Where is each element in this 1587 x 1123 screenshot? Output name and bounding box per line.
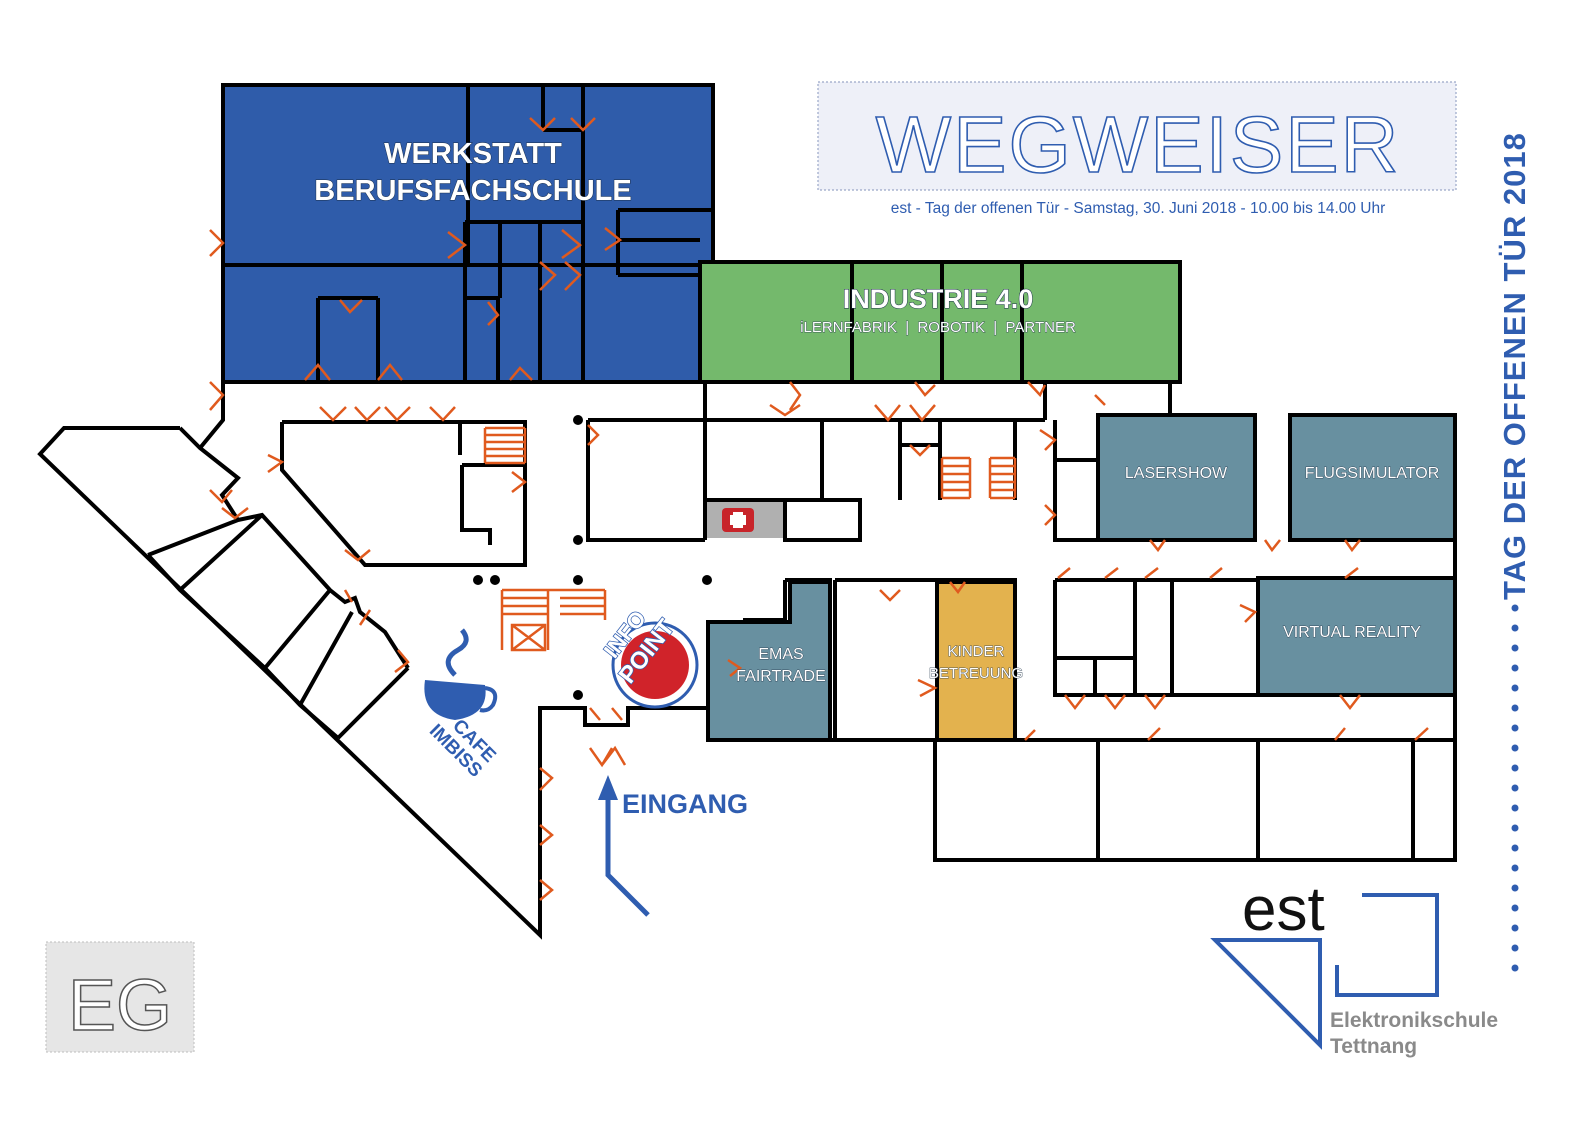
floor-label-box (45, 941, 195, 1053)
kinder-room[interactable] (935, 580, 1017, 742)
logo-abbr: est (1242, 875, 1325, 944)
emas-room[interactable] (706, 580, 832, 742)
emas-label-line2: FAIRTRADE (736, 668, 826, 685)
werkstatt-label-line2: BERUFSFACHSCHULE (314, 175, 631, 207)
pillars (473, 415, 712, 700)
first-aid-icon (722, 508, 754, 532)
lasershow-label: LASERSHOW (1125, 465, 1228, 482)
werkstatt-label-line1: WERKSTATT (384, 138, 562, 170)
entrance-label: EINGANG (622, 789, 748, 819)
kinder-label-line1: KINDER (948, 643, 1005, 660)
virtual-reality-label: VIRTUAL REALITY (1283, 624, 1421, 641)
cafe-imbiss[interactable]: CAFE IMBISS (424, 628, 500, 782)
info-point[interactable]: INFO POINT (592, 597, 699, 709)
side-dot-line (1511, 604, 1519, 972)
coffee-cup-icon (424, 628, 498, 720)
emas-label-line1: EMAS (758, 646, 803, 663)
page-subtitle: est - Tag der offenen Tür - Samstag, 30.… (891, 200, 1386, 217)
door-icon (209, 117, 1429, 901)
kinder-label-line2: BETREUUNG (929, 665, 1023, 682)
industrie-inner-walls (850, 262, 1024, 382)
page-title: WEGWEISER (876, 100, 1401, 189)
floor-label: EG (68, 966, 172, 1046)
est-logo: est Elektronikschule Tettnang (1210, 875, 1498, 1058)
west-wing-rooms (146, 426, 410, 740)
werkstatt-area[interactable] (221, 83, 715, 384)
flugsimulator-room[interactable] (1288, 413, 1457, 542)
title-box (817, 81, 1457, 191)
central-rooms (280, 382, 1098, 567)
side-title: TAG DER OFFENEN TÜR 2018 (1497, 132, 1532, 600)
logo-line1: Elektronikschule (1330, 1009, 1498, 1032)
industrie-area[interactable] (698, 260, 1182, 384)
lasershow-room[interactable] (1096, 413, 1257, 542)
entrance-arrow-icon (598, 775, 650, 917)
logo-line2: Tettnang (1330, 1035, 1417, 1058)
flugsimulator-label: FLUGSIMULATOR (1305, 465, 1440, 482)
industrie-sublabel: iLERNFABRIK | ROBOTIK | PARTNER (800, 319, 1076, 336)
industrie-label: INDUSTRIE 4.0 (843, 284, 1034, 314)
stairs-icon (483, 426, 1017, 652)
virtual-reality-room[interactable] (1256, 576, 1457, 697)
